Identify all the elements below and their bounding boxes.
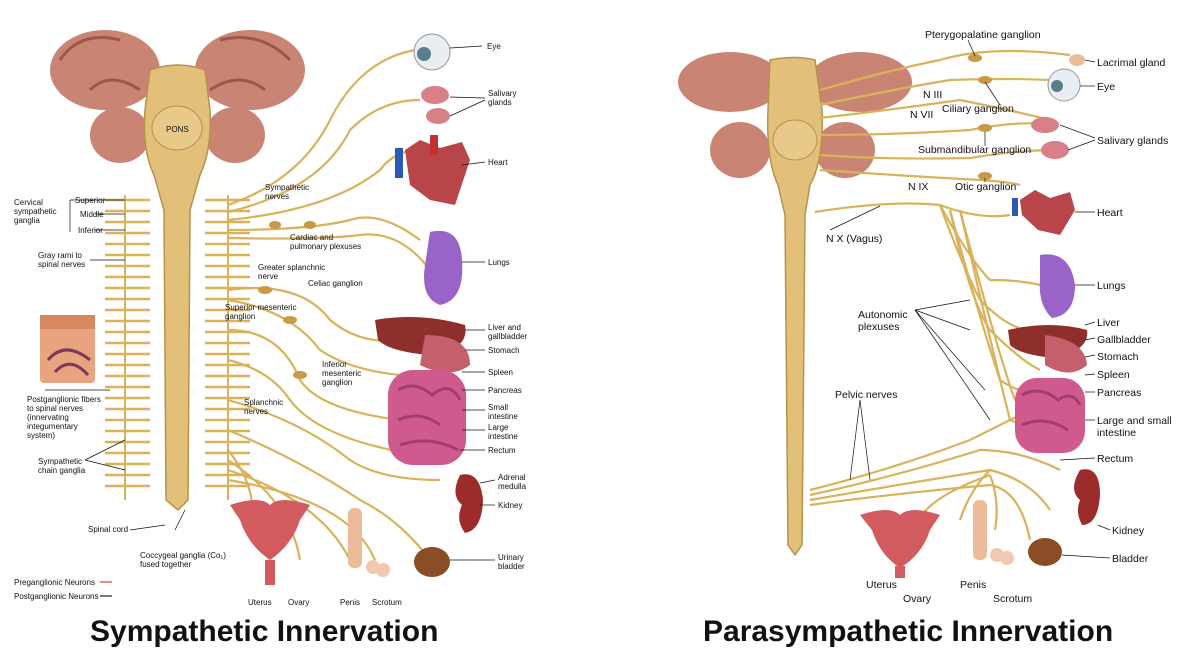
eye-illustration xyxy=(1048,69,1080,101)
gallbladder-label: Gallbladder xyxy=(1097,334,1151,346)
eye-label: Eye xyxy=(1097,81,1115,93)
parasympathetic-panel: Pterygopalatine ganglion Lacrimal gland … xyxy=(590,0,1178,656)
ovary-label: Ovary xyxy=(288,598,309,607)
cranial-ganglia xyxy=(968,54,992,180)
parasympathetic-diagram: Pterygopalatine ganglion Lacrimal gland … xyxy=(590,0,1178,656)
abdominal-organs-illustration xyxy=(375,317,470,465)
stomach-label: Stomach xyxy=(1097,351,1139,363)
uterus-label: Uterus xyxy=(248,598,272,607)
pancreas-label: Pancreas xyxy=(488,386,522,395)
lacrimal-label: Lacrimal gland xyxy=(1097,57,1165,69)
lungs-label: Lungs xyxy=(1097,280,1126,292)
eye-label: Eye xyxy=(487,42,501,51)
kidney-illustration xyxy=(1074,469,1100,525)
scrotum-label: Scrotum xyxy=(372,598,402,607)
lungs-illustration xyxy=(424,231,462,305)
celiac-label: Celiac ganglion xyxy=(308,279,363,288)
pons-label: PONS xyxy=(166,125,189,134)
bladder-illustration xyxy=(1028,538,1062,566)
kidney-label: Kidney xyxy=(498,501,522,510)
male-genitals-illustration xyxy=(348,508,390,577)
rectum-label: Rectum xyxy=(488,446,516,455)
cervical-middle-label: Middle xyxy=(80,210,104,219)
n3-label: N III xyxy=(923,89,942,101)
kidney-illustration xyxy=(455,474,483,533)
skin-illustration xyxy=(40,315,95,383)
sympathetic-title: Sympathetic Innervation xyxy=(90,615,438,649)
eye-illustration xyxy=(414,34,450,70)
n9-label: N IX xyxy=(908,181,928,193)
penis-label: Penis xyxy=(340,598,360,607)
scrotum-label: Scrotum xyxy=(993,593,1032,605)
coccygeal-label: Coccygeal ganglia (Co₁)fused together xyxy=(140,551,226,569)
vagus-fibers xyxy=(810,204,1060,540)
salivary-illustration xyxy=(421,86,450,124)
pelvic-label: Pelvic nerves xyxy=(835,389,897,401)
salivary-illustration xyxy=(1031,117,1069,159)
sympathetic-diagram: PONS xyxy=(0,0,590,656)
lacrimal-illustration xyxy=(1069,54,1085,66)
male-genitals-illustration xyxy=(973,500,1014,565)
pancreas-label: Pancreas xyxy=(1097,387,1141,399)
uterus-illustration xyxy=(230,500,310,585)
liver-label: Liver xyxy=(1097,317,1120,329)
legend-post-label: Postganglionic Neurons xyxy=(14,592,99,601)
parasympathetic-title: Parasympathetic Innervation xyxy=(703,615,1113,649)
uterus-label: Uterus xyxy=(866,579,897,591)
kidney-label: Kidney xyxy=(1112,525,1145,537)
penis-label: Penis xyxy=(960,579,986,591)
spleen-label: Spleen xyxy=(488,368,513,377)
ciliary-label: Ciliary ganglion xyxy=(942,103,1014,115)
cervical-inferior-label: Inferior xyxy=(78,226,103,235)
spinal-cord xyxy=(768,58,823,556)
rectum-label: Rectum xyxy=(1097,453,1133,465)
otic-label: Otic ganglion xyxy=(955,181,1016,193)
ovary-label: Ovary xyxy=(903,593,932,605)
heart-label: Heart xyxy=(488,158,508,167)
uterus-illustration xyxy=(860,510,940,578)
lungs-label: Lungs xyxy=(488,258,510,267)
abdominal-organs-illustration xyxy=(1008,325,1087,453)
spinal-cord-label: Spinal cord xyxy=(88,525,128,534)
bladder-label: Bladder xyxy=(1112,553,1149,565)
stomach-label: Stomach xyxy=(488,346,520,355)
pterygopalatine-label: Pterygopalatine ganglion xyxy=(925,29,1041,41)
legend-pre-label: Preganglionic Neurons xyxy=(14,578,95,587)
heart-illustration xyxy=(1012,190,1075,235)
lungs-illustration xyxy=(1040,254,1075,318)
n7-label: N VII xyxy=(910,109,933,121)
heart-illustration xyxy=(395,135,470,205)
heart-label: Heart xyxy=(1097,207,1123,219)
submandibular-label: Submandibular ganglion xyxy=(918,144,1031,156)
vagus-label: N X (Vagus) xyxy=(826,233,882,245)
salivary-label: Salivary glands xyxy=(1097,135,1168,147)
bladder-illustration xyxy=(414,547,450,577)
sympathetic-panel: PONS xyxy=(0,0,590,656)
spleen-label: Spleen xyxy=(1097,369,1130,381)
cervical-superior-label: Superior xyxy=(75,196,106,205)
